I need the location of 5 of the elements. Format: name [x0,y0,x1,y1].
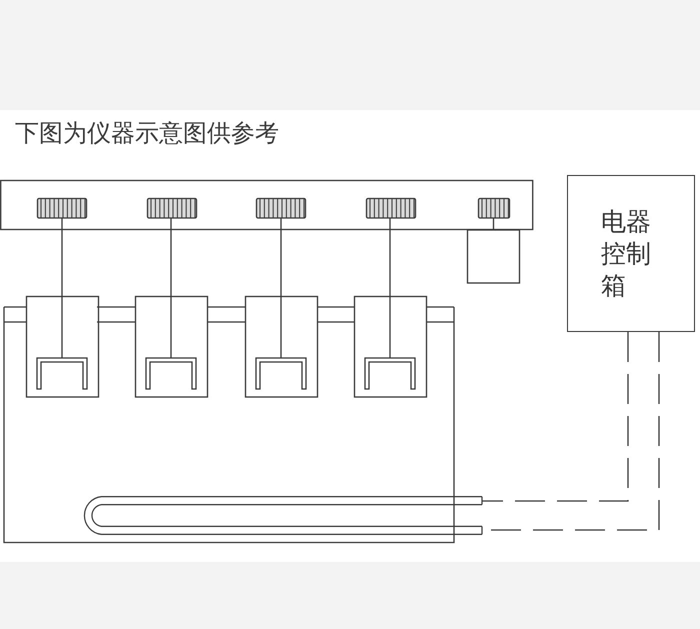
control-box [567,175,695,332]
dashed-wire [482,332,629,502]
u-tube-heater [82,496,483,535]
box-label: 电器控制箱 [601,206,652,302]
title: 下图为仪器示意图供参考 [15,118,279,149]
